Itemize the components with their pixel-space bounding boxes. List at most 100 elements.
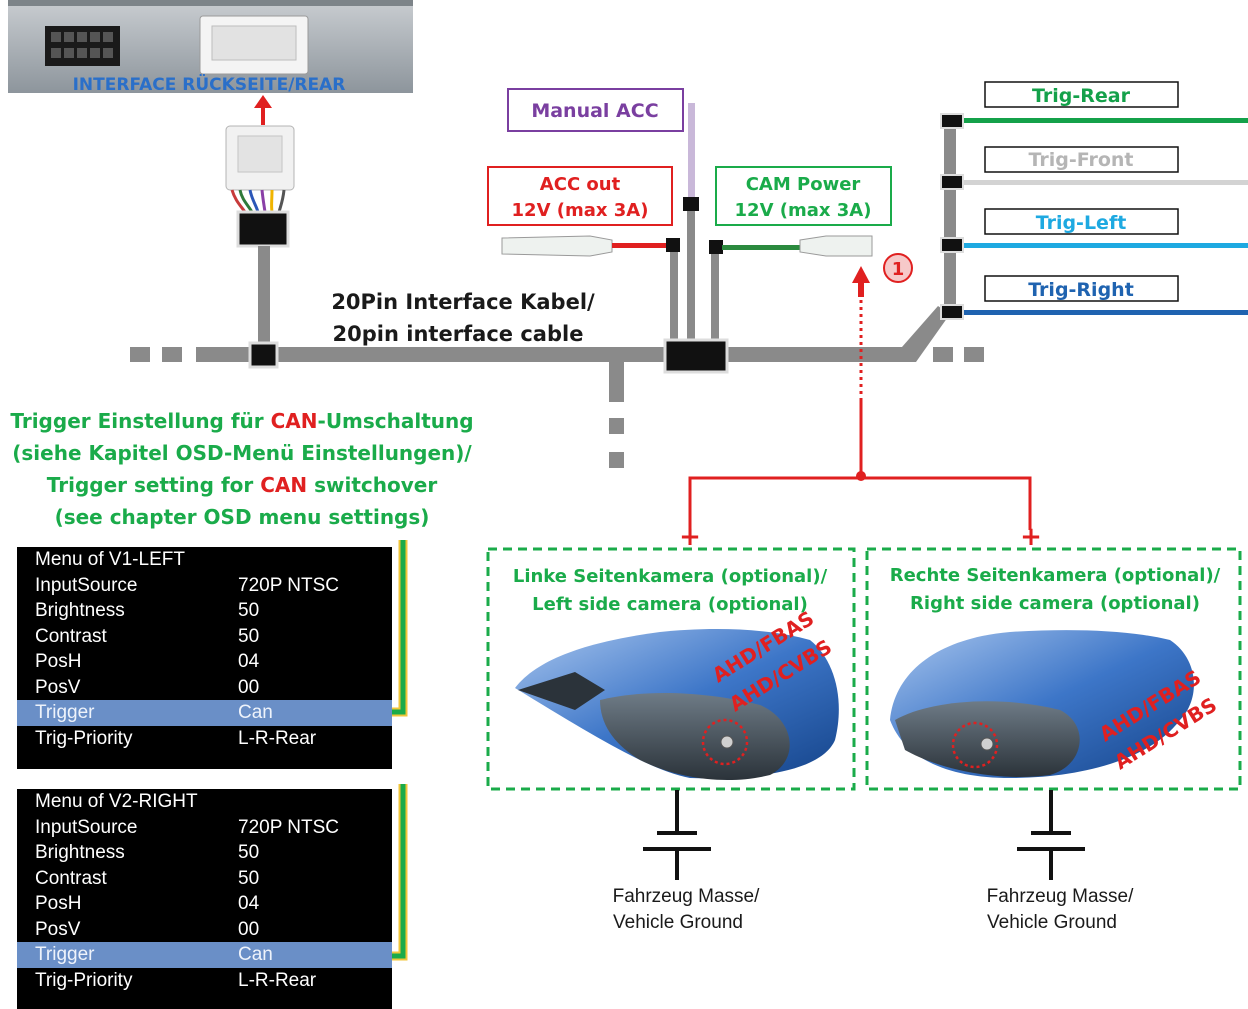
osd-row-posh[interactable]: PosH 04 [17,891,392,917]
osd-value: 50 [238,600,260,621]
interface-rear-label: INTERFACE RÜCKSEITE/REAR [73,73,346,95]
menu-title-text: Menu of V2-RIGHT [35,791,198,812]
trig-rear-box [984,81,1179,108]
left-ground-label-en: Vehicle Ground [613,912,743,933]
osd-menu-v1-left: Menu of V1-LEFT InputSource 720P NTSC Bri… [17,547,392,769]
trig-left-label: Trig-Left [1036,212,1127,234]
left-camera-title-en: Left side camera (optional) [532,594,808,615]
osd-key: Contrast [35,625,107,647]
cam-power-terminal [709,235,873,257]
osd-row-inputsource[interactable]: InputSource 720P NTSC [17,573,392,599]
osd-value: 00 [238,918,260,940]
left-camera-box [486,547,856,791]
osd-key: Trigger [35,702,95,723]
manual-acc-wire [688,103,695,203]
trigger-note: Trigger Einstellung für CAN-Umschaltung … [10,409,473,529]
cam-power-arrow-icon [852,266,870,481]
osd-value: 04 [238,651,260,672]
osd-key: PosV [35,676,81,698]
osd-key: Trig-Priority [35,969,133,991]
cam-power-label: CAM Power [746,174,861,195]
svg-text:1: 1 [892,259,905,280]
osd-row-posv[interactable]: PosV 00 [17,675,392,701]
right-camera-box [865,547,1242,791]
cable-splice-block [663,338,729,374]
osd-row-trig-priority[interactable]: Trig-Priority L-R-Rear [17,726,392,752]
osd-key: PosV [35,918,81,940]
cam-power-spec: 12V (max 3A) [735,200,872,221]
right-camera-title-de: Rechte Seitenkamera (optional)/ [890,565,1221,586]
osd-value: 720P NTSC [238,574,340,596]
manual-acc-plug [683,197,699,211]
trigger-note-line4: (see chapter OSD menu settings) [55,505,430,529]
left-camera-plus: + [679,522,701,552]
right-ground-icon [1017,790,1085,880]
osd-key: InputSource [35,574,138,596]
cable-label-de: 20Pin Interface Kabel/ [331,290,595,314]
osd-row-contrast[interactable]: Contrast 50 [17,624,392,650]
main-cable [130,120,984,468]
cable-connector-left [248,341,279,369]
osd-key: Brightness [35,842,125,863]
menu-title-text: Menu of V1-LEFT [35,549,185,570]
trigger-note-line2: (siehe Kapitel OSD-Menü Einstellungen)/ [12,441,472,465]
osd-menu-title: Menu of V2-RIGHT [17,789,392,815]
osd-key: Brightness [35,600,125,621]
osd-value: 50 [238,867,260,889]
trigger-note-line1: Trigger Einstellung für CAN-Umschaltung [10,409,473,433]
left-ground-label-de: Fahrzeug Masse/ [613,886,761,907]
osd-row-trig-priority[interactable]: Trig-Priority L-R-Rear [17,968,392,994]
trigger-note-line3: Trigger setting for CAN switchover [47,473,438,497]
osd-value: L-R-Rear [238,969,317,991]
osd-key: InputSource [35,816,138,838]
osd-row-brightness[interactable]: Brightness 50 [17,840,392,866]
trigger-wires [940,113,1248,320]
manual-acc-box [507,88,684,132]
osd-row-brightness[interactable]: Brightness 50 [17,598,392,624]
trig-front-box [984,146,1179,173]
osd-value: 50 [238,625,260,647]
osd-value: 50 [238,842,260,863]
osd-value: 720P NTSC [238,816,340,838]
osd-row-trigger[interactable]: Trigger Can [17,942,392,968]
osd-row-posh[interactable]: PosH 04 [17,649,392,675]
left-mirror-camera-image [515,629,839,780]
osd-key: PosH [35,651,82,672]
right-camera-title-en: Right side camera (optional) [910,593,1200,614]
right-camera-plus: + [1020,522,1042,552]
marker-1-icon: 1 [883,253,913,283]
trig-right-label: Trig-Right [1028,279,1134,301]
trig-front-label: Trig-Front [1028,149,1133,171]
osd-key: Contrast [35,867,107,889]
trig-right-box [984,275,1179,302]
cam-power-box [715,166,892,226]
acc-out-terminal [501,235,680,257]
osd-row-posv[interactable]: PosV 00 [17,917,392,943]
osd-row-inputsource[interactable]: InputSource 720P NTSC [17,815,392,841]
osd-value: 04 [238,893,260,914]
osd-key: Trigger [35,944,95,965]
cable-label-en: 20pin interface cable [333,322,584,346]
left-ground-icon [643,790,711,880]
osd-value: 00 [238,676,260,698]
osd-row-contrast[interactable]: Contrast 50 [17,866,392,892]
trig-rear-label: Trig-Rear [1032,85,1131,107]
right-mirror-camera-image [890,630,1194,778]
manual-acc-label: Manual ACC [531,100,658,122]
acc-out-spec: 12V (max 3A) [512,200,649,221]
osd-value: Can [238,944,273,965]
20pin-plug [225,125,295,248]
trig-left-box [984,208,1179,235]
acc-out-label: ACC out [540,174,621,195]
osd-key: PosH [35,893,82,914]
osd-menu-title: Menu of V1-LEFT [17,547,392,573]
osd-key: Trig-Priority [35,727,133,749]
interface-box: INTERFACE RÜCKSEITE/REAR [8,0,413,95]
camera-power-lines [688,476,1032,530]
osd-value: L-R-Rear [238,727,317,749]
right-ground-label-de: Fahrzeug Masse/ [987,886,1135,907]
osd-menu-v2-right: Menu of V2-RIGHT InputSource 720P NTSC Br… [17,789,392,1009]
left-camera-title-de: Linke Seitenkamera (optional)/ [513,566,828,587]
